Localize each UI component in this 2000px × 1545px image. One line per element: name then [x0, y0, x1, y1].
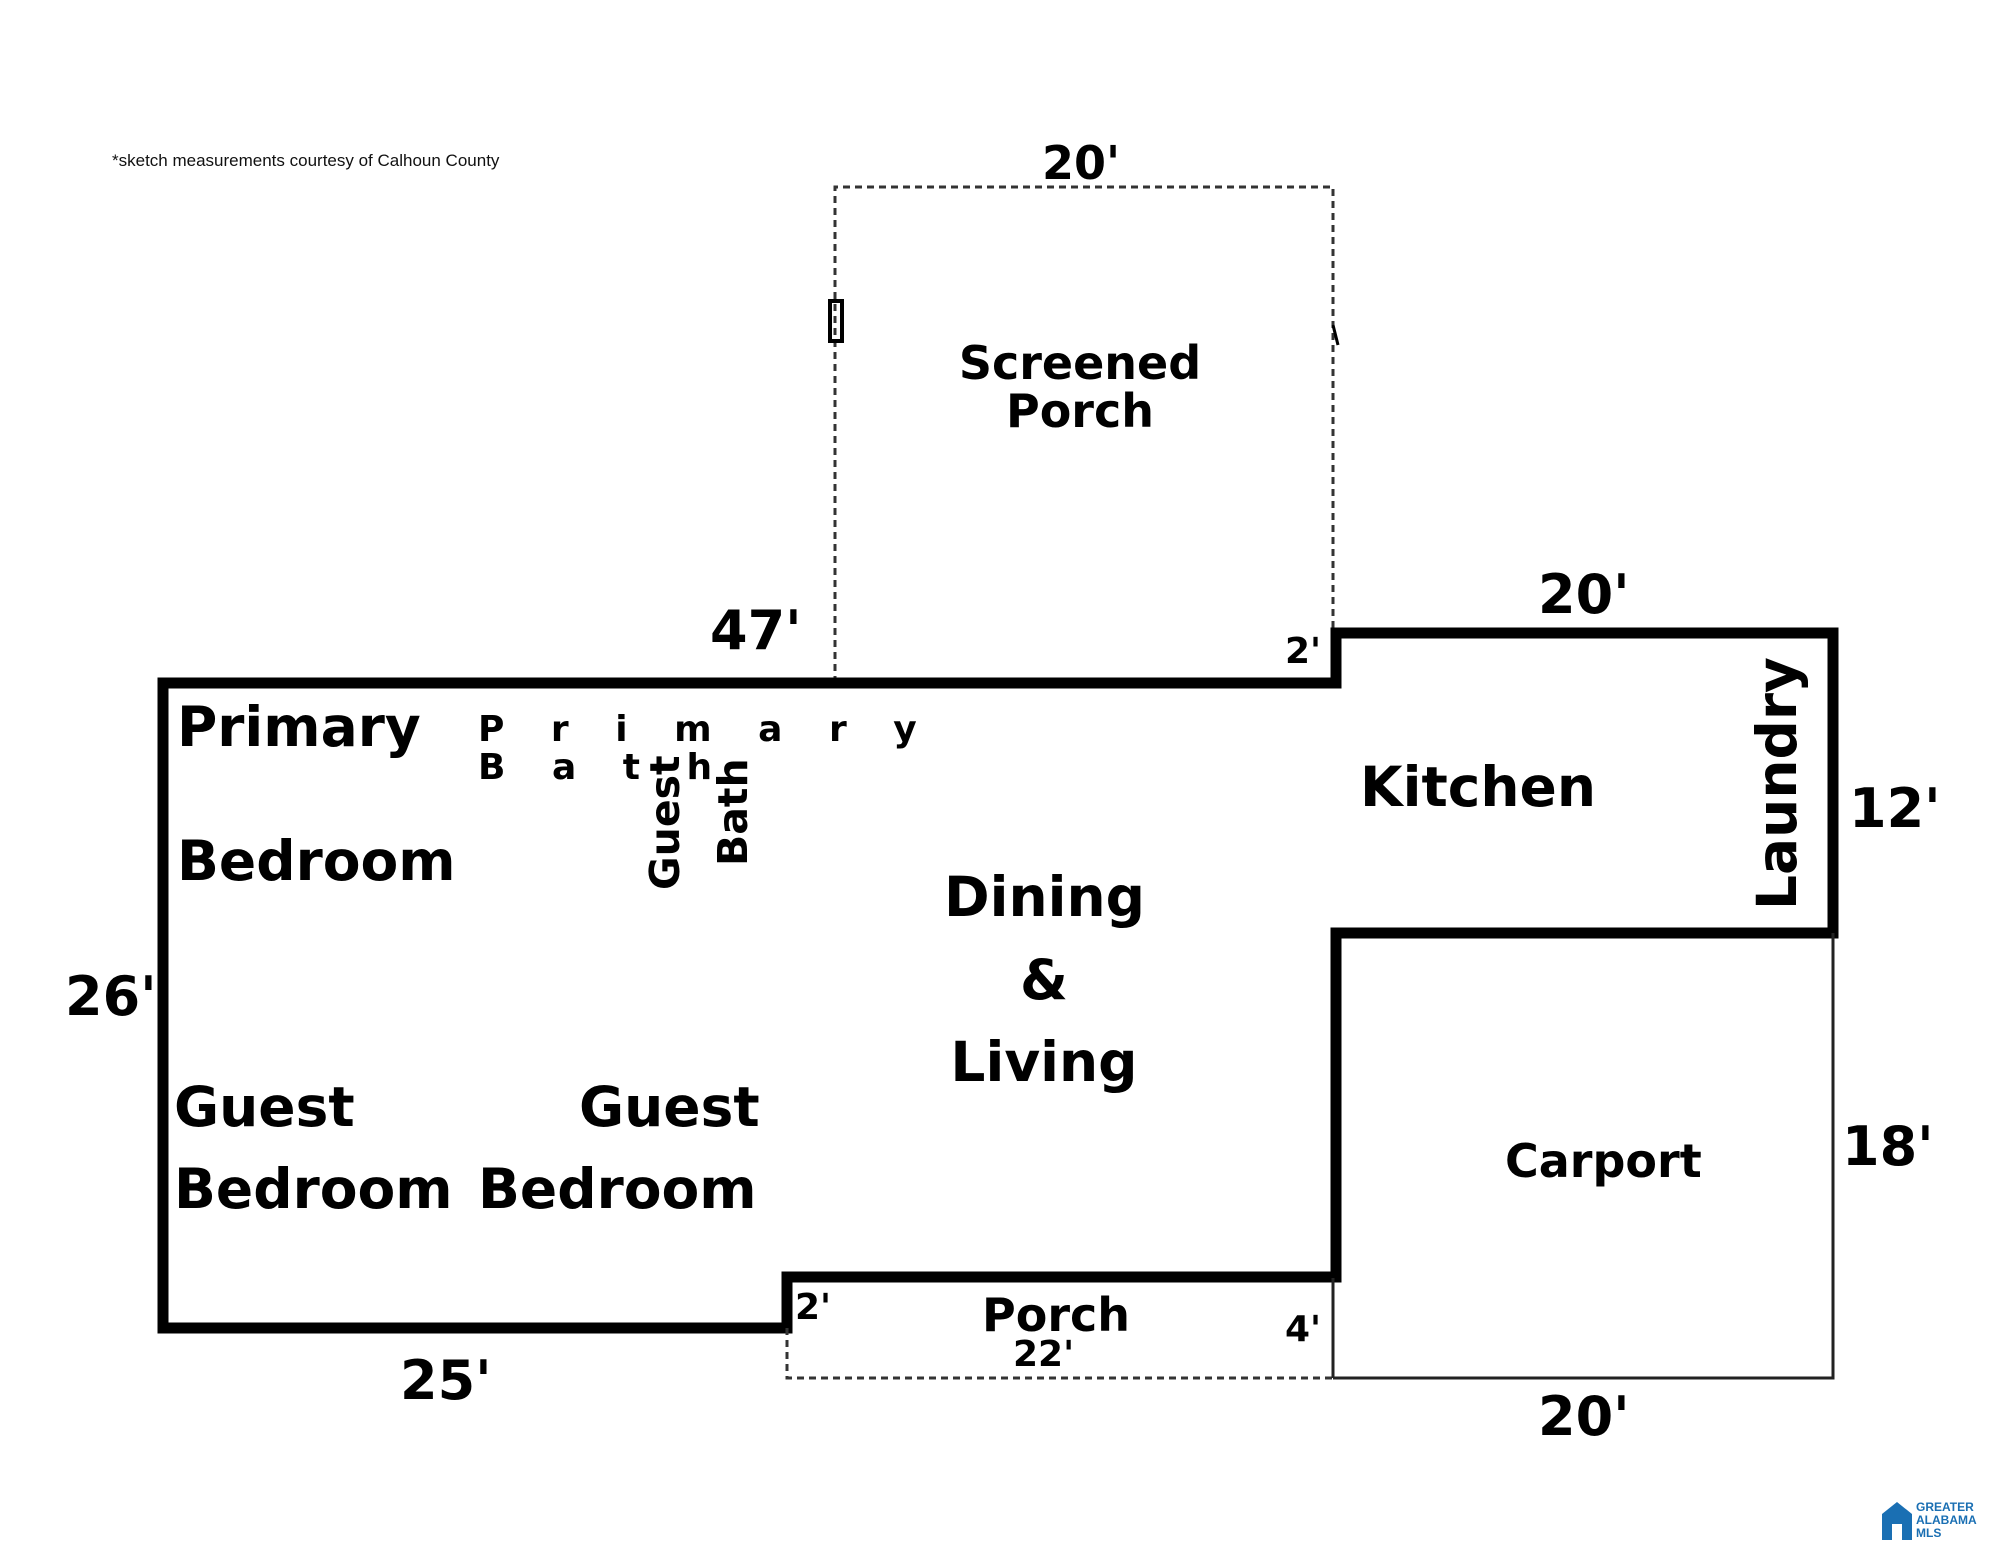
logo-line-1: GREATER: [1916, 1500, 1974, 1514]
guest-bath-label-2: Bath: [709, 758, 757, 866]
screened-porch-label-1: Screened: [958, 336, 1202, 390]
primary-bedroom-label-2: Bedroom: [177, 829, 456, 893]
laundry-label: Laundry: [1745, 657, 1809, 910]
dim-overall-left: 26': [65, 965, 157, 1028]
dim-kitchen-top: 20': [1538, 563, 1630, 626]
dim-step-top: 2': [1285, 631, 1322, 672]
screened-porch-label-2: Porch: [1005, 384, 1155, 438]
porch-outline: [785, 1328, 1333, 1380]
primary-bath-label-1: P r i m a r y: [478, 709, 934, 750]
dining-living-label-2: &: [1020, 948, 1068, 1012]
kitchen-label: Kitchen: [1360, 755, 1596, 819]
house-outline: [157, 627, 1839, 1334]
guest-bedroom-2-label-1: Guest: [579, 1075, 760, 1139]
dim-carport-right: 18': [1842, 1115, 1934, 1178]
carport-outline: [1333, 933, 1835, 1380]
guest-bedroom-1-label-2: Bedroom: [174, 1157, 453, 1221]
greater-alabama-mls-logo: GREATER ALABAMA MLS: [1880, 1498, 2000, 1545]
source-note: *sketch measurements courtesy of Calhoun…: [112, 151, 500, 170]
dim-carport-bottom: 20': [1538, 1385, 1630, 1448]
screened-porch-outline: [833, 185, 1335, 683]
dim-porch-left-step: 2': [795, 1287, 832, 1328]
dim-screened-porch-top: 20': [1042, 136, 1121, 190]
dim-overall-top: 47': [710, 599, 802, 662]
primary-bedroom-label-1: Primary: [177, 695, 421, 759]
dim-porch-right-step: 4': [1285, 1309, 1322, 1350]
guest-bedroom-1-label-1: Guest: [174, 1075, 355, 1139]
dining-living-label-3: Living: [950, 1030, 1138, 1094]
dining-living-label-1: Dining: [944, 865, 1146, 929]
dim-porch-length: 22': [1013, 1334, 1075, 1375]
porch-label: Porch: [982, 1288, 1131, 1342]
guest-bedroom-2-label-2: Bedroom: [478, 1157, 757, 1221]
door-mark: [828, 299, 844, 343]
house-icon: [1882, 1502, 1912, 1540]
dim-kitchen-right: 12': [1849, 777, 1941, 840]
logo-line-3: MLS: [1916, 1526, 1942, 1540]
logo-line-2: ALABAMA: [1916, 1513, 1977, 1527]
guest-bath-label-1: Guest: [641, 755, 689, 890]
primary-bath-label-2: B a t h: [478, 747, 730, 788]
door-mark-right: [1331, 324, 1340, 346]
dim-bottom-left: 25': [400, 1349, 492, 1412]
carport-label: Carport: [1505, 1134, 1702, 1188]
